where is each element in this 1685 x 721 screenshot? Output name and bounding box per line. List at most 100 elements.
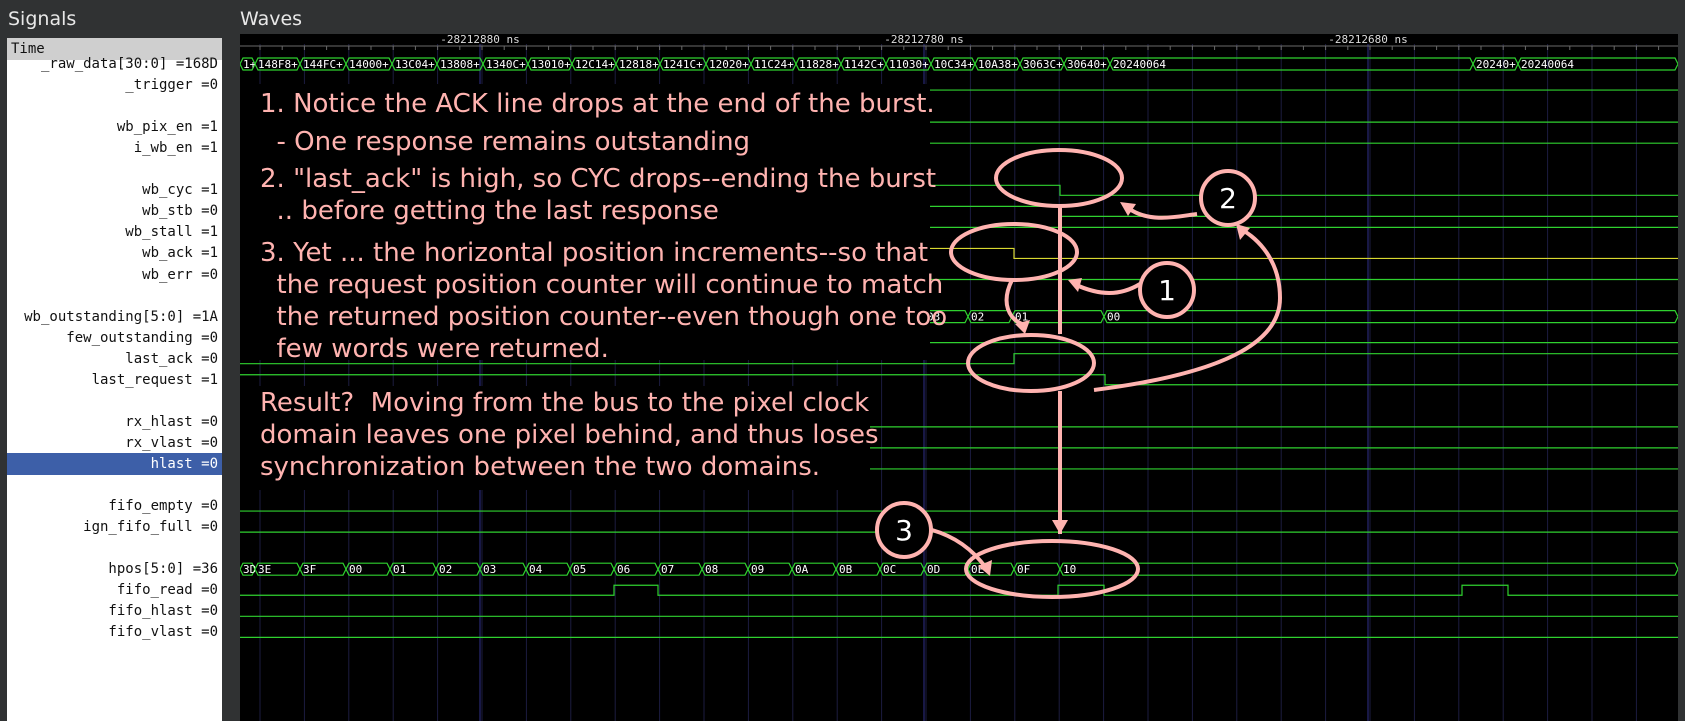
bus-value-label: 10 bbox=[1063, 563, 1076, 576]
arrowhead bbox=[1015, 320, 1030, 334]
bus-value-label: 1+ bbox=[243, 58, 257, 71]
signal-row[interactable]: fifo_vlast =0 bbox=[7, 621, 222, 643]
waveform-canvas[interactable]: -28212880 ns -28212780 ns -28212680 ns 1+ 14… bbox=[240, 34, 1678, 721]
signal-label: rx_hlast =0 bbox=[125, 413, 218, 430]
bus-value-label: 3E bbox=[258, 563, 271, 576]
timescale-label: -28212780 ns bbox=[884, 34, 963, 46]
signal-label: wb_outstanding[5:0] =1A bbox=[24, 308, 218, 325]
signal-row[interactable]: last_ack =0 bbox=[7, 348, 222, 370]
bus-value-label: 07 bbox=[661, 563, 674, 576]
bus-value-label: 09 bbox=[751, 563, 764, 576]
signal-row[interactable]: last_request =1 bbox=[7, 369, 222, 391]
signal-row[interactable]: fifo_empty =0 bbox=[7, 495, 222, 517]
bus-value-label: 20240064 bbox=[1113, 58, 1166, 71]
bus-value-label: 10C34+ bbox=[934, 58, 974, 71]
bus-segment bbox=[1517, 57, 1678, 71]
bus-value-label: 20240064 bbox=[1521, 58, 1574, 71]
waves-panel-title: Waves bbox=[240, 8, 303, 30]
signal-row[interactable]: _raw_data[30:0] =168D bbox=[7, 53, 222, 75]
signal-label: ign_fifo_full =0 bbox=[83, 519, 218, 536]
signal-row[interactable]: fifo_hlast =0 bbox=[7, 600, 222, 622]
signal-trace bbox=[240, 353, 1678, 365]
signal-row[interactable]: wb_cyc =1 bbox=[7, 179, 222, 201]
bus-value-label: 0D bbox=[927, 563, 940, 576]
result-background bbox=[240, 386, 870, 490]
signal-trace bbox=[240, 374, 1678, 386]
signal-trace bbox=[240, 584, 1678, 596]
signal-label: wb_err =0 bbox=[142, 266, 218, 283]
bus-value-label: 04 bbox=[529, 563, 543, 576]
connector-arrow bbox=[1004, 279, 1023, 326]
callout-circle bbox=[875, 501, 933, 559]
arrowhead bbox=[1236, 224, 1250, 240]
signal-row[interactable] bbox=[7, 95, 222, 117]
signal-label: _raw_data[30:0] =168D bbox=[40, 56, 218, 72]
signal-label: last_ack =0 bbox=[125, 350, 218, 367]
signal-label: wb_stb =0 bbox=[142, 203, 218, 220]
signals-panel: Signals Time_raw_data[30:0] =168D_trigge… bbox=[0, 0, 236, 721]
bus-value-label: 14000+ bbox=[349, 58, 389, 71]
arrowhead bbox=[1068, 278, 1082, 292]
callout-number: 2 bbox=[1219, 182, 1237, 215]
bus-value-label: 10A38+ bbox=[978, 58, 1018, 71]
signal-label: rx_vlast =0 bbox=[125, 434, 218, 451]
bus-value-label: 08 bbox=[705, 563, 718, 576]
signal-row[interactable]: fifo_read =0 bbox=[7, 579, 222, 601]
signal-label: _trigger =0 bbox=[125, 77, 218, 94]
callout-number: 3 bbox=[895, 514, 913, 547]
bus-value-label: 30640+ bbox=[1067, 58, 1107, 71]
annotation-line-7: the returned position counter--even thou… bbox=[260, 302, 948, 332]
annotation-line-5: 3. Yet ... the horizontal position incre… bbox=[260, 238, 929, 268]
arrowhead bbox=[1120, 202, 1136, 216]
bus-value-label: 00 bbox=[1107, 311, 1120, 324]
bus-value-label: 13808+ bbox=[440, 58, 480, 71]
signal-row[interactable]: _trigger =0 bbox=[7, 74, 222, 96]
signal-row[interactable] bbox=[7, 158, 222, 180]
signal-row[interactable]: wb_stall =1 bbox=[7, 221, 222, 243]
signal-row[interactable] bbox=[7, 474, 222, 496]
bus-value-label: 05 bbox=[573, 563, 586, 576]
bus-value-label: 0A bbox=[795, 563, 809, 576]
signal-row[interactable]: hlast =0 bbox=[7, 452, 222, 475]
signal-row[interactable]: ign_fifo_full =0 bbox=[7, 516, 222, 538]
signal-label: fifo_hlast =0 bbox=[108, 603, 218, 620]
signal-label: wb_cyc =1 bbox=[142, 182, 218, 199]
signal-label: fifo_read =0 bbox=[116, 582, 218, 599]
bus-value-label: 06 bbox=[617, 563, 630, 576]
signal-row[interactable]: hpos[5:0] =36 bbox=[7, 558, 222, 580]
signal-label: last_request =1 bbox=[91, 371, 218, 388]
signal-row[interactable]: wb_pix_en =1 bbox=[7, 116, 222, 138]
signal-row[interactable]: rx_vlast =0 bbox=[7, 432, 222, 454]
signal-row[interactable]: i_wb_en =1 bbox=[7, 137, 222, 159]
signal-row[interactable] bbox=[7, 390, 222, 412]
signal-row[interactable]: wb_err =0 bbox=[7, 264, 222, 286]
signal-list-header[interactable]: Time bbox=[7, 38, 222, 60]
annotation-background bbox=[240, 84, 930, 360]
result-line-1: Result? Moving from the bus to the pixel… bbox=[260, 388, 870, 418]
bus-value-label: 0B bbox=[839, 563, 853, 576]
bus-value-label: 3D bbox=[243, 563, 256, 576]
bus-value-label: 13010+ bbox=[531, 58, 571, 71]
signal-row[interactable] bbox=[7, 537, 222, 559]
bus-value-label: 144FC+ bbox=[303, 58, 343, 71]
signal-row[interactable]: wb_ack =1 bbox=[7, 242, 222, 264]
timescale-label: -28212680 ns bbox=[1328, 34, 1407, 46]
bus-value-label: 11828+ bbox=[799, 58, 839, 71]
signal-label: Time bbox=[11, 41, 45, 57]
bus-value-label: 03 bbox=[483, 563, 496, 576]
signal-row[interactable]: wb_outstanding[5:0] =1A bbox=[7, 306, 222, 328]
annotation-line-2: - One response remains outstanding bbox=[260, 127, 751, 157]
signal-row[interactable]: rx_hlast =0 bbox=[7, 411, 222, 433]
signal-label: wb_ack =1 bbox=[142, 245, 218, 262]
bus-segment bbox=[1103, 310, 1678, 324]
signal-label: i_wb_en =1 bbox=[133, 140, 218, 157]
signal-list[interactable]: Time_raw_data[30:0] =168D _trigger =0 wb_p… bbox=[7, 38, 222, 721]
callout-circle bbox=[1199, 169, 1257, 227]
signal-label: few_outstanding =0 bbox=[66, 329, 218, 346]
signal-row[interactable]: few_outstanding =0 bbox=[7, 327, 222, 349]
callout-circle bbox=[1138, 261, 1196, 319]
bus-value-label: 1241C+ bbox=[663, 58, 703, 71]
signal-row[interactable] bbox=[7, 285, 222, 307]
timescale-label: -28212880 ns bbox=[440, 34, 519, 46]
signal-row[interactable]: wb_stb =0 bbox=[7, 200, 222, 222]
